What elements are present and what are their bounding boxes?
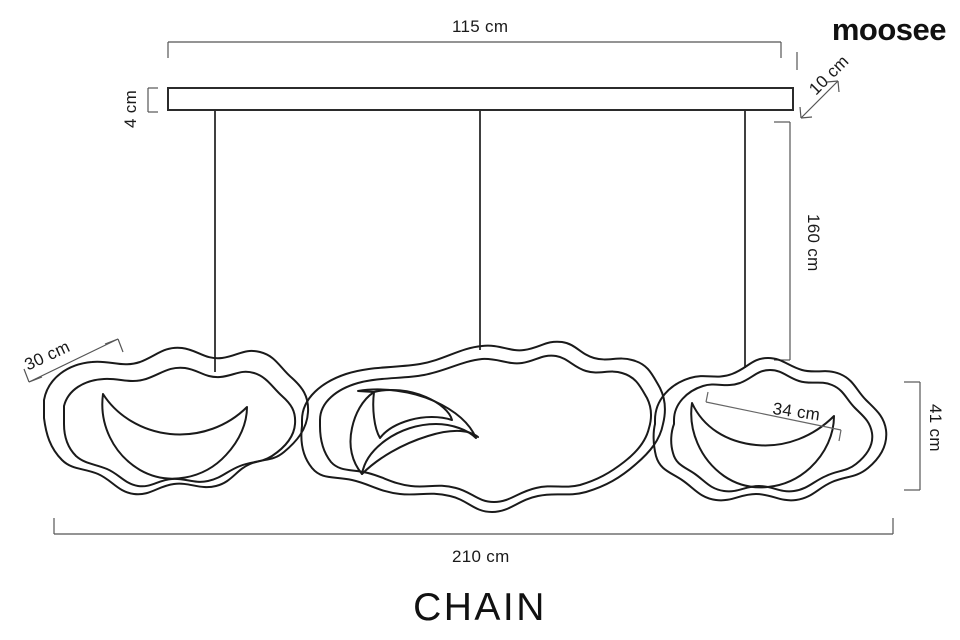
shade-right	[652, 357, 888, 502]
label-total-length: 210 cm	[452, 547, 510, 566]
dimension-canopy-depth	[796, 52, 840, 119]
shade-center	[300, 340, 666, 513]
label-suspension-length: 160 cm	[804, 214, 823, 272]
label-canopy-height: 4 cm	[121, 89, 140, 128]
shade-left	[43, 346, 310, 496]
page-title: CHAIN	[413, 586, 547, 629]
dimension-total-length	[53, 518, 894, 535]
dimension-canopy-height	[147, 87, 158, 113]
label-shade-height: 41 cm	[926, 404, 945, 452]
dimension-shade-height	[904, 381, 921, 491]
label-canopy-width: 115 cm	[452, 17, 509, 36]
canopy-bar	[167, 87, 794, 111]
dimension-shade-depth	[23, 338, 124, 383]
dimension-canopy-width	[167, 41, 782, 58]
dimension-suspension-length	[774, 121, 791, 361]
suspension-wires	[214, 110, 746, 372]
brand-logo: moosee	[831, 12, 947, 47]
dimension-shade-width	[705, 391, 842, 442]
